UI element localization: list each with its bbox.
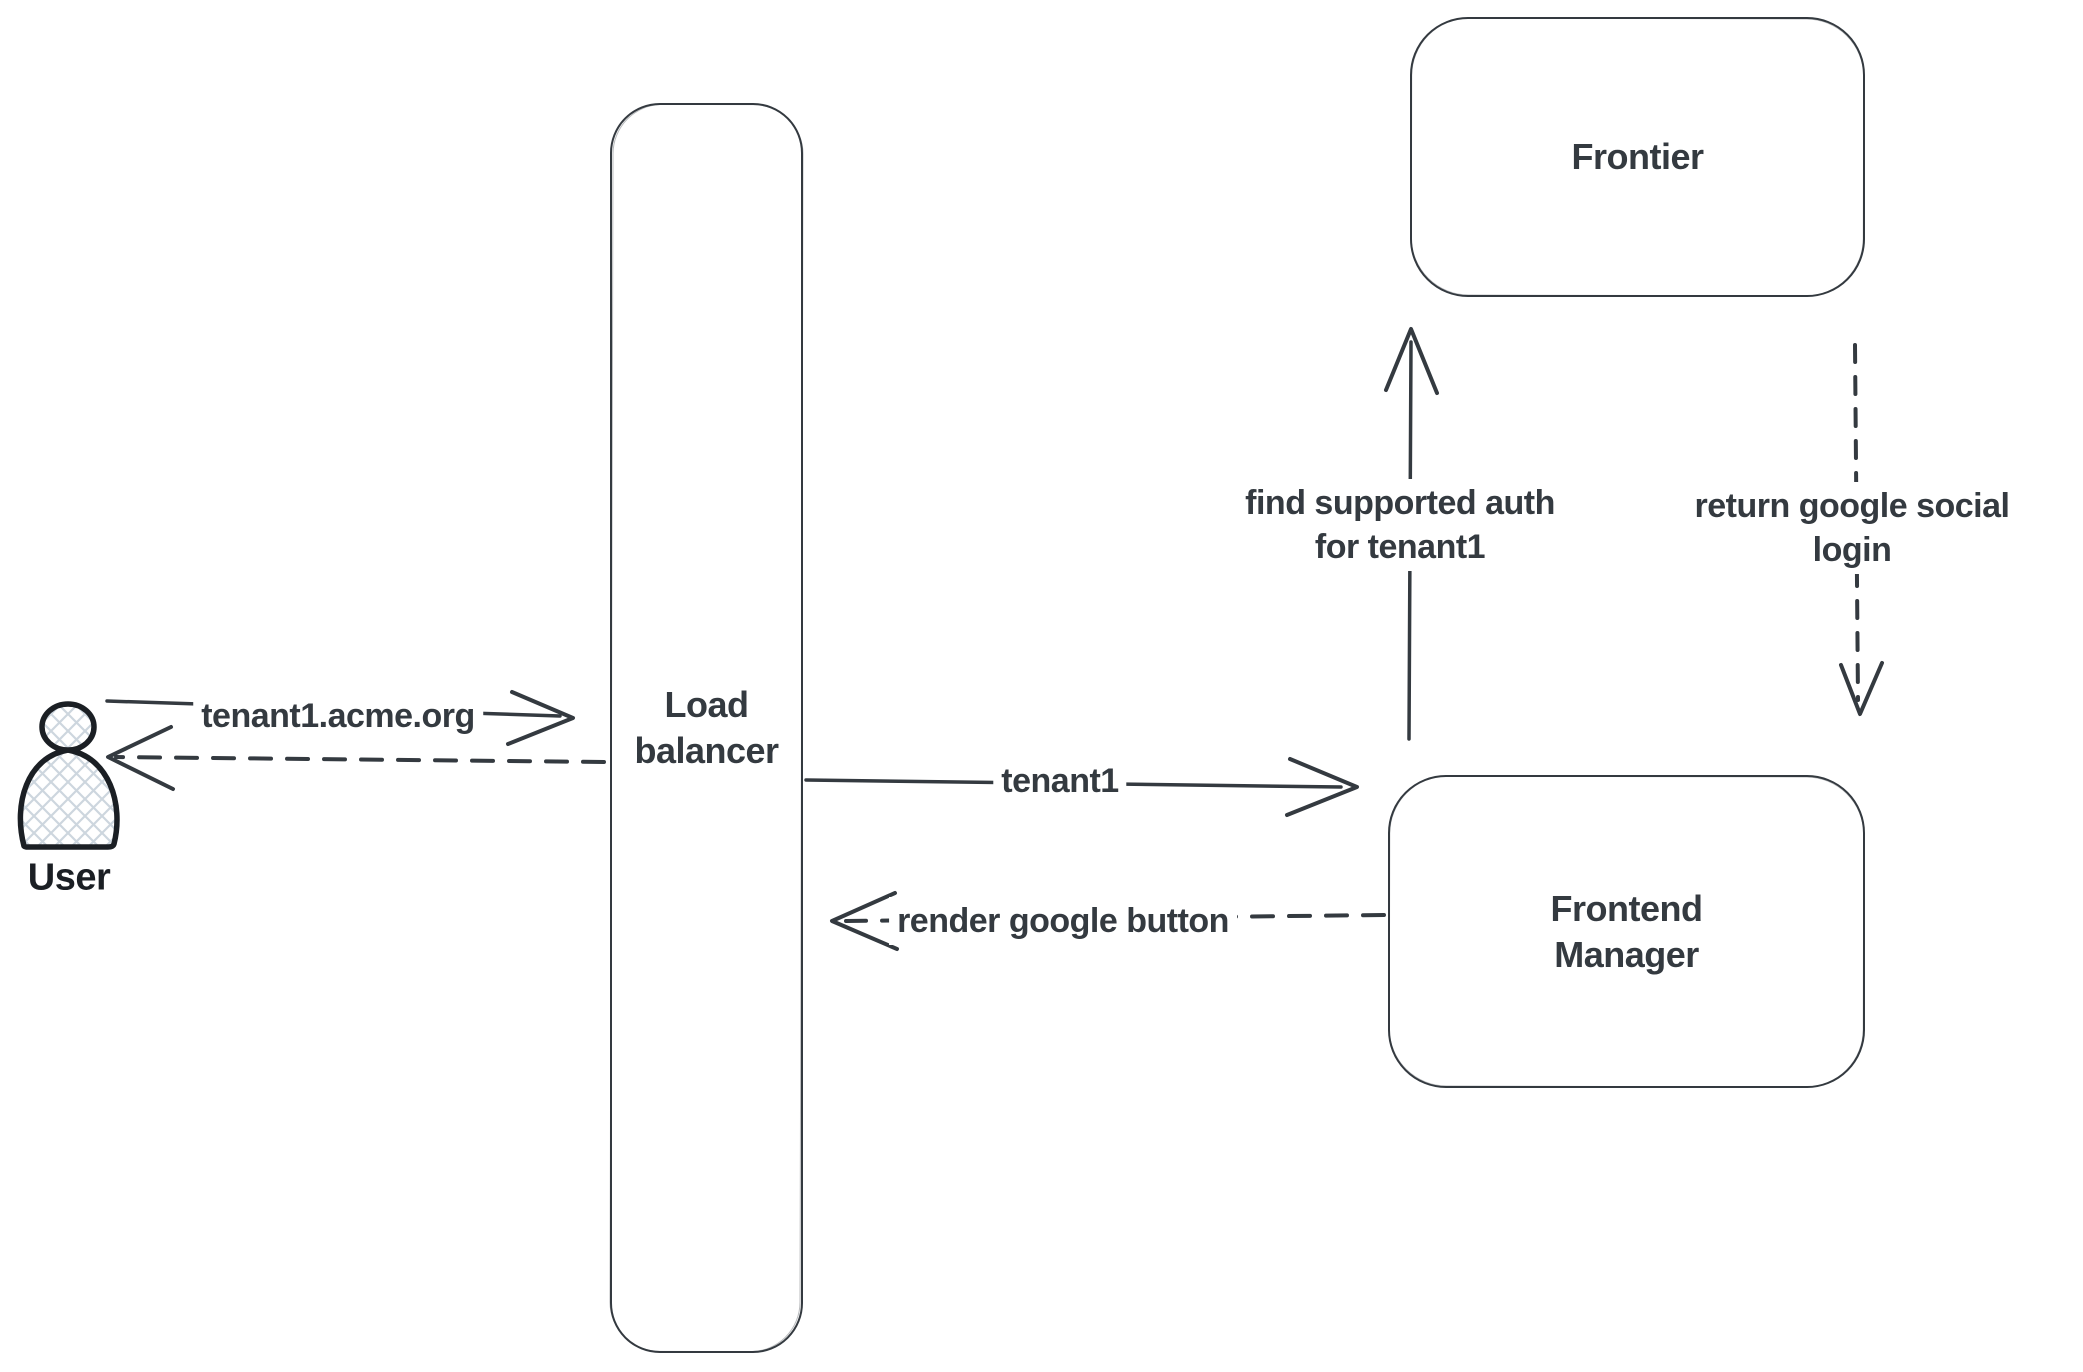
edge-lb-to-fm-arrowhead bbox=[1285, 757, 1359, 817]
frontend-manager-label: Frontend Manager bbox=[1550, 887, 1703, 975]
user-head bbox=[39, 701, 97, 753]
user-icon bbox=[17, 701, 120, 850]
edge-user-to-lb-arrowhead bbox=[506, 690, 575, 746]
edge-fm-to-lb-label: render google button bbox=[889, 897, 1237, 945]
load-balancer-label: Load balancer bbox=[634, 684, 779, 771]
edge-lb-to-fm-label: tenant1 bbox=[993, 757, 1127, 805]
edge-fm-to-frontier-label: find supported auth for tenant1 bbox=[1237, 479, 1563, 571]
edge-lb-to-user-line bbox=[114, 755, 606, 764]
edge-user-to-lb-label: tenant1.acme.org bbox=[193, 692, 483, 740]
edge-frontier-to-fm-label: return google social login bbox=[1686, 482, 2018, 574]
edge-lb-to-user-arrowhead bbox=[106, 725, 175, 791]
frontier-label: Frontier bbox=[1571, 136, 1704, 177]
edge-fm-to-lb-arrowhead bbox=[830, 891, 899, 951]
user-label: User bbox=[27, 856, 111, 899]
frontend-manager-node: Frontend Manager bbox=[1388, 775, 1865, 1088]
frontier-node: Frontier bbox=[1410, 17, 1865, 297]
edge-fm-to-frontier-arrowhead bbox=[1384, 327, 1439, 395]
edge-frontier-to-fm-arrowhead bbox=[1839, 661, 1884, 716]
user-body bbox=[17, 747, 120, 850]
load-balancer-node: Load balancer bbox=[610, 103, 803, 1353]
